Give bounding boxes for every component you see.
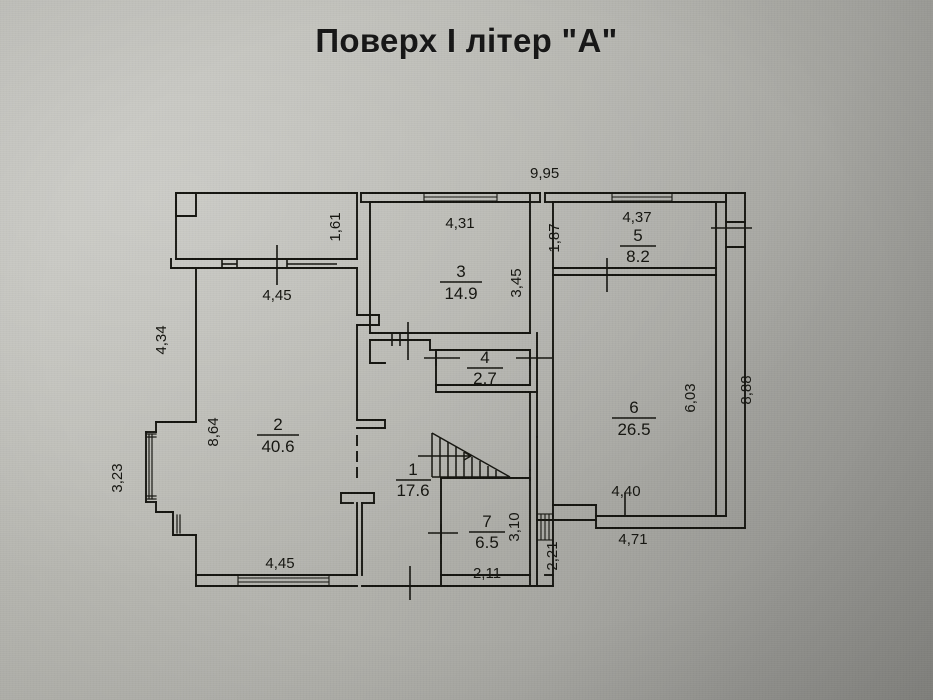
- dim-room5-height: 1,87: [546, 223, 563, 252]
- room-1-area: 17.6: [396, 481, 429, 500]
- window-room5-top: [611, 192, 673, 202]
- room-6-area: 26.5: [617, 420, 650, 439]
- window-room7-right: [537, 513, 553, 541]
- room-label-1: 1 17.6: [396, 460, 431, 500]
- room-4-area: 2.7: [473, 369, 497, 388]
- door-room5-bottom: [600, 258, 616, 292]
- door-room3-bottom: [391, 322, 409, 360]
- door-room7-left: [428, 524, 458, 544]
- flue-square: [175, 192, 197, 217]
- door-openings: [221, 227, 752, 600]
- room-3-number: 3: [456, 262, 465, 281]
- dim-room3-height: 3,45: [508, 268, 525, 297]
- door-room4-left: [424, 352, 460, 366]
- room-2-area: 40.6: [261, 437, 294, 456]
- room-2-number: 2: [273, 415, 282, 434]
- room-7-area: 6.5: [475, 533, 499, 552]
- room-label-5: 5 8.2: [620, 226, 656, 266]
- dim-room6-width-inner: 4,40: [611, 483, 640, 500]
- dim-right-bottom-small: 2,21: [544, 541, 561, 570]
- dim-room7-height: 3,10: [506, 512, 523, 541]
- room-label-4: 4 2.7: [467, 348, 503, 388]
- room-label-6: 6 26.5: [612, 398, 656, 439]
- dim-room2-height: 8,64: [205, 417, 222, 446]
- door-room2-top: [221, 245, 337, 285]
- room-3-area: 14.9: [444, 284, 477, 303]
- dim-overall-right: 8,88: [738, 375, 755, 404]
- room-6-number: 6: [629, 398, 638, 417]
- wall-outline: [145, 192, 746, 587]
- dim-room6-width-outer: 4,71: [618, 531, 647, 548]
- dim-left-lower: 3,23: [109, 463, 126, 492]
- window-left-lower: [172, 514, 181, 534]
- dim-top-small-wall: 1,61: [327, 212, 344, 241]
- room-4-number: 4: [480, 348, 489, 367]
- dim-room5-width: 4,37: [622, 209, 651, 226]
- room-label-7: 7 6.5: [469, 512, 505, 552]
- window-left-upper: [145, 433, 157, 500]
- room-label-3: 3 14.9: [440, 262, 482, 303]
- staircase-icon: [418, 432, 511, 478]
- door-bottom-center: [400, 566, 420, 600]
- dim-room3-width: 4,31: [445, 215, 474, 232]
- dim-overall-top: 9,95: [530, 165, 559, 182]
- room-5-number: 5: [633, 226, 642, 245]
- room-5-area: 8.2: [626, 247, 650, 266]
- door-room4-right: [516, 352, 552, 366]
- dim-room2-width-top: 4,45: [262, 287, 291, 304]
- windows: [237, 192, 673, 586]
- window-right: [725, 221, 746, 248]
- dim-left-upper: 4,34: [153, 325, 170, 354]
- dim-room6-height: 6,03: [682, 383, 699, 412]
- window-room3-top: [423, 192, 498, 202]
- page-title: Поверх I літер "А": [315, 22, 618, 59]
- room-1-number: 1: [408, 460, 417, 479]
- room-7-number: 7: [482, 512, 491, 531]
- dim-room7-width: 2,11: [473, 565, 501, 582]
- room-label-2: 2 40.6: [257, 415, 299, 456]
- dim-room2-width-bottom: 4,45: [265, 555, 294, 572]
- window-room2-bottom: [237, 575, 330, 586]
